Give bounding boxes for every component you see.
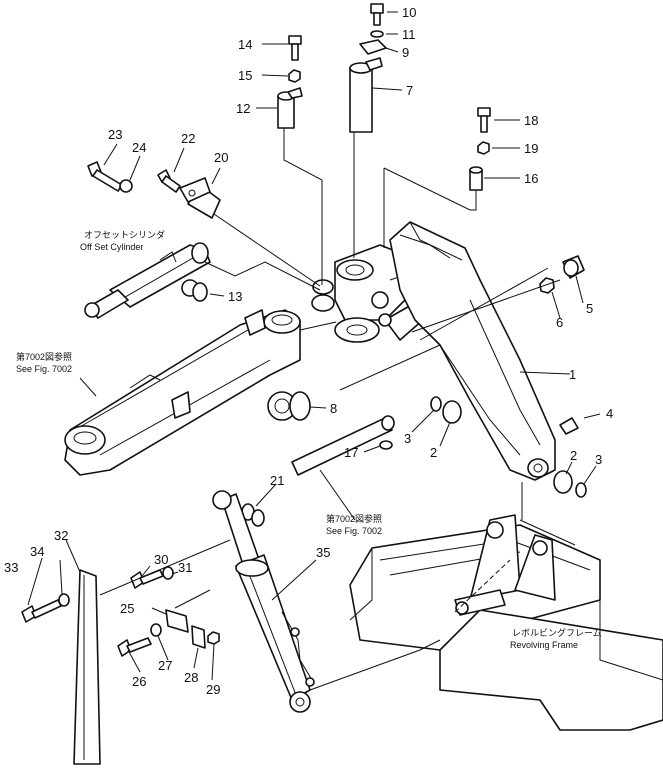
callout-30: 30 — [154, 552, 168, 567]
callout-33: 33 — [4, 560, 18, 575]
callout-7: 7 — [406, 83, 413, 98]
offset-cylinder — [84, 242, 211, 319]
pins — [179, 57, 587, 527]
callout-12: 12 — [236, 101, 250, 116]
callout-18: 18 — [524, 113, 538, 128]
cover-plate — [21, 566, 220, 765]
callout-8: 8 — [330, 401, 337, 416]
callout-14: 14 — [238, 37, 252, 52]
callout-25: 25 — [120, 601, 134, 616]
note-see-fig-b-en: See Fig. 7002 — [326, 526, 382, 536]
note-offset-cylinder-en: Off Set Cylinder — [80, 242, 143, 252]
note-see-fig-a-jp: 第7002図参照 — [16, 351, 72, 362]
callout-32: 32 — [54, 528, 68, 543]
fasteners — [87, 3, 491, 193]
callout-31: 31 — [178, 560, 192, 575]
leader-lines — [27, 11, 601, 691]
callout-3-right: 3 — [595, 452, 602, 467]
callout-27: 27 — [158, 658, 172, 673]
callout-34: 34 — [30, 544, 44, 559]
offset-arm — [64, 309, 301, 476]
callout-26: 26 — [132, 674, 146, 689]
callout-5: 5 — [586, 301, 593, 316]
callout-35: 35 — [316, 545, 330, 560]
callout-28: 28 — [184, 670, 198, 685]
callout-6: 6 — [556, 315, 563, 330]
callout-4: 4 — [606, 406, 613, 421]
callout-19: 19 — [524, 141, 538, 156]
boom-cylinder — [212, 490, 315, 713]
callout-24: 24 — [132, 140, 146, 155]
callout-15: 15 — [238, 68, 252, 83]
callout-labels: 1 2 2 3 3 4 5 6 7 8 9 10 11 12 13 14 15 … — [4, 5, 613, 697]
callout-3-left: 3 — [404, 431, 411, 446]
note-revolving-frame-jp: レボルビングフレーム — [512, 627, 602, 638]
callout-22: 22 — [181, 131, 195, 146]
callout-23: 23 — [108, 127, 122, 142]
revolving-frame — [349, 514, 663, 731]
callout-21: 21 — [270, 473, 284, 488]
boom — [389, 221, 556, 481]
callout-10: 10 — [402, 5, 416, 20]
note-see-fig-b-jp: 第7002図参照 — [326, 513, 382, 524]
callout-9: 9 — [402, 45, 409, 60]
callout-11: 11 — [402, 27, 416, 42]
note-offset-cylinder-jp: オフセットシリンダ — [84, 229, 165, 240]
callout-2-left: 2 — [430, 445, 437, 460]
callout-29: 29 — [206, 682, 220, 697]
callout-17: 17 — [344, 445, 358, 460]
callout-13: 13 — [228, 289, 242, 304]
callout-1: 1 — [569, 367, 576, 382]
note-see-fig-a-en: See Fig. 7002 — [16, 364, 72, 374]
callout-2-right: 2 — [570, 448, 577, 463]
note-revolving-frame-en: Revolving Frame — [510, 640, 578, 650]
callout-16: 16 — [524, 171, 538, 186]
diagram-notes: オフセットシリンダ Off Set Cylinder 第7002図参照 See … — [16, 229, 602, 650]
callout-20: 20 — [214, 150, 228, 165]
